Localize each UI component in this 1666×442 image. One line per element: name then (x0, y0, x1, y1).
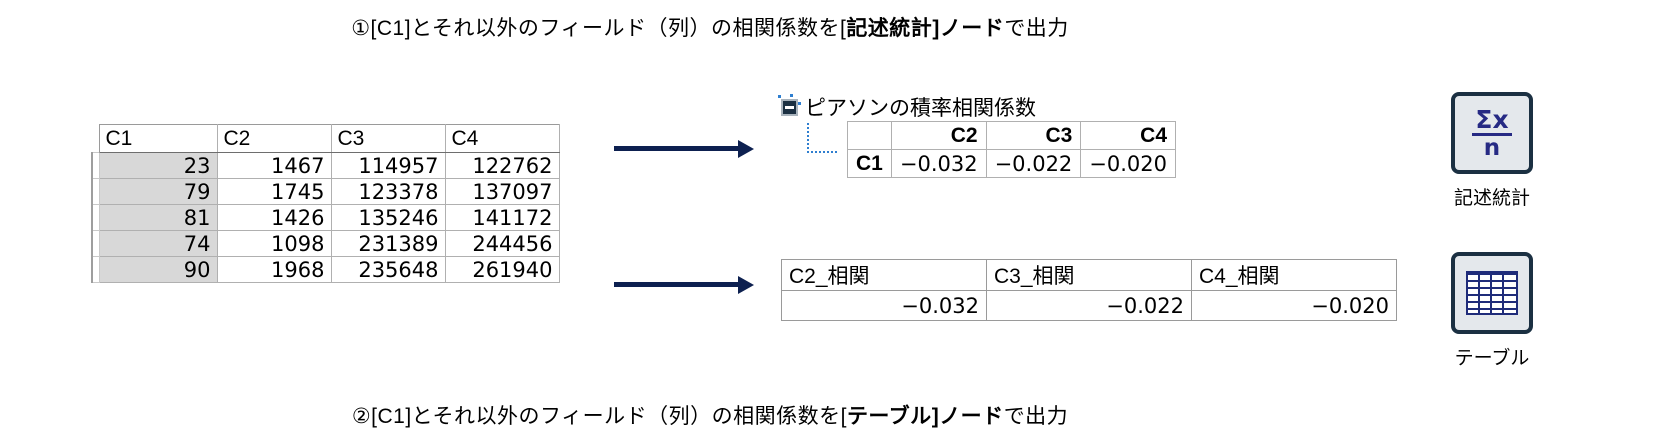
pearson-row-label-c1: C1 (847, 149, 892, 178)
tree-connector-line (807, 123, 837, 153)
cell-c1[interactable]: 90 (98, 256, 218, 283)
grid-col (1480, 273, 1492, 313)
table-row[interactable]: 81 1426 135246 141172 (91, 204, 560, 231)
sigma-over-n-icon: Σx n (1472, 107, 1512, 161)
cell-c4[interactable]: 244456 (444, 230, 560, 257)
node-icon-box[interactable] (1451, 252, 1533, 334)
caption-top-bracket-close: ] (932, 17, 940, 40)
pearson-header-row: C2 C3 C4 (847, 121, 1177, 150)
table-row[interactable]: 23 1467 114957 122762 (91, 152, 560, 179)
pearson-tree-label: ピアソンの積率相関係数 (805, 97, 1036, 120)
caption-top-bold-node-word: ノード (939, 17, 1005, 40)
pearson-value-row: C1 −0.032 −0.022 −0.020 (847, 149, 1177, 178)
pearson-value-c1-c3: −0.022 (985, 149, 1082, 178)
table-row[interactable]: 74 1098 231389 244456 (91, 230, 560, 257)
cell-c2[interactable]: 1098 (216, 230, 332, 257)
caption-bottom-bold-node-name: テーブル (846, 405, 932, 428)
caption-bottom-suffix: で出力 (1003, 405, 1069, 428)
pearson-column-header-c2: C2 (890, 121, 987, 150)
arrow-shaft (614, 146, 738, 151)
cell-c2[interactable]: 1426 (216, 204, 332, 231)
sigma-numerator: Σx (1472, 107, 1512, 136)
table-node-output-grid[interactable]: C2_相関 C3_相関 C4_相関 −0.032 −0.022 −0.020 (781, 259, 1397, 321)
sigma-denominator: n (1483, 134, 1501, 161)
row-marker[interactable] (91, 256, 100, 283)
cell-c3[interactable]: 123378 (330, 178, 446, 205)
node-icon-box[interactable]: Σx n (1451, 92, 1533, 174)
cell-c4[interactable]: 141172 (444, 204, 560, 231)
pearson-tree-row[interactable]: ピアソンの積率相関係数 (778, 93, 1036, 121)
node-table[interactable]: テーブル (1432, 252, 1552, 370)
pearson-output-panel: ピアソンの積率相関係数 C2 C3 C4 C1 −0.032 −0.022 −0… (778, 93, 1177, 178)
cell-c1[interactable]: 23 (98, 152, 218, 179)
table-row[interactable]: 90 1968 235648 261940 (91, 256, 560, 283)
table-node-header-c2[interactable]: C2_相関 (781, 259, 987, 291)
node-descriptive-statistics[interactable]: Σx n 記述統計 (1432, 92, 1552, 210)
collapse-minus-icon[interactable] (778, 94, 798, 116)
cell-c2[interactable]: 1467 (216, 152, 332, 179)
cell-c3[interactable]: 231389 (330, 230, 446, 257)
caption-bottom-bold-node-word: ノード (939, 405, 1004, 428)
source-grid-header-row: C1 C2 C3 C4 (92, 124, 560, 153)
node-caption-descriptive-statistics: 記述統計 (1453, 188, 1530, 209)
caption-top-bold-node-name: 記述統計 (846, 17, 933, 40)
table-grid-icon (1466, 271, 1518, 315)
table-node-value-c4[interactable]: −0.020 (1191, 290, 1397, 321)
caption-bottom: ②[C1]とそれ以外のフィールド（列）の相関係数を[テーブル]ノードで出力 (0, 400, 1420, 430)
table-node-header-c3[interactable]: C3_相関 (986, 259, 1192, 291)
cell-c4[interactable]: 137097 (444, 178, 560, 205)
cell-c1[interactable]: 74 (98, 230, 218, 257)
table-node-header-c4[interactable]: C4_相関 (1191, 259, 1397, 291)
cell-c2[interactable]: 1968 (216, 256, 332, 283)
caption-top-suffix: で出力 (1004, 17, 1069, 40)
caption-bottom-bracket-close: ] (931, 405, 940, 428)
column-header-c4[interactable]: C4 (444, 124, 560, 153)
caption-top: ①[C1]とそれ以外のフィールド（列）の相関係数を[記述統計]ノードで出力 (0, 12, 1420, 42)
table-node-header-row: C2_相関 C3_相関 C4_相関 (781, 259, 1397, 291)
grid-col (1504, 273, 1516, 313)
cell-c3[interactable]: 235648 (330, 256, 446, 283)
pearson-value-c1-c2: −0.032 (890, 149, 987, 178)
arrow-head (738, 140, 754, 158)
column-header-c1[interactable]: C1 (98, 124, 218, 153)
pearson-column-header-c3: C3 (985, 121, 1082, 150)
right-arrow-icon-bottom (614, 276, 754, 294)
source-data-grid[interactable]: C1 C2 C3 C4 23 1467 114957 122762 79 174… (91, 124, 560, 283)
grid-col (1468, 273, 1480, 313)
cell-c4[interactable]: 122762 (444, 152, 560, 179)
row-marker[interactable] (91, 204, 100, 231)
arrow-shaft (614, 282, 738, 287)
column-header-c3[interactable]: C3 (330, 124, 446, 153)
arrow-head (738, 276, 754, 294)
cell-c3[interactable]: 114957 (330, 152, 446, 179)
cell-c3[interactable]: 135246 (330, 204, 446, 231)
pearson-correlation-table[interactable]: C2 C3 C4 C1 −0.032 −0.022 −0.020 (847, 121, 1177, 178)
node-caption-table: テーブル (1454, 348, 1530, 369)
row-marker[interactable] (91, 230, 100, 257)
cell-c1[interactable]: 81 (98, 204, 218, 231)
cell-c1[interactable]: 79 (98, 178, 218, 205)
column-header-c2[interactable]: C2 (216, 124, 332, 153)
pearson-corner-header (847, 121, 892, 150)
table-row[interactable]: −0.032 −0.022 −0.020 (781, 290, 1397, 321)
pearson-column-header-c4: C4 (1080, 121, 1177, 150)
pearson-value-c1-c4: −0.020 (1080, 149, 1177, 178)
caption-bottom-prefix: ②[C1]とそれ以外のフィールド（列）の相関係数を[ (351, 405, 847, 428)
grid-col (1492, 273, 1504, 313)
row-marker[interactable] (91, 178, 100, 205)
caption-top-prefix: ①[C1]とそれ以外のフィールド（列）の相関係数を[ (351, 17, 847, 40)
table-node-value-c2[interactable]: −0.032 (781, 290, 987, 321)
row-marker-header (92, 124, 100, 153)
table-row[interactable]: 79 1745 123378 137097 (91, 178, 560, 205)
row-marker[interactable] (91, 152, 100, 179)
cell-c2[interactable]: 1745 (216, 178, 332, 205)
right-arrow-icon-top (614, 140, 754, 158)
table-node-value-c3[interactable]: −0.022 (986, 290, 1192, 321)
cell-c4[interactable]: 261940 (444, 256, 560, 283)
